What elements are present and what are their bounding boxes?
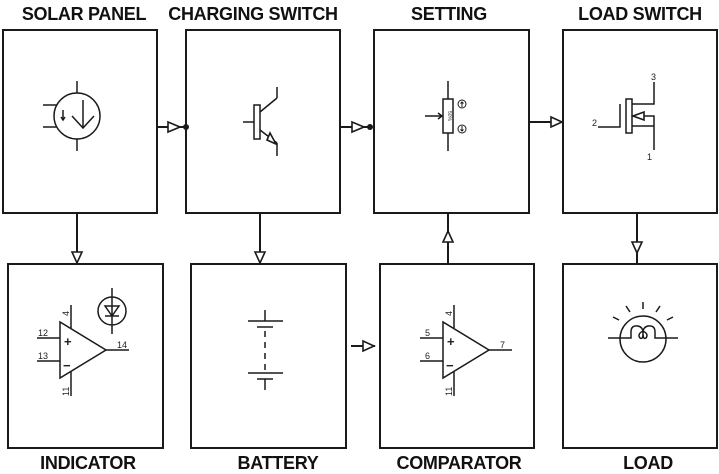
- arrowhead-icon: [70, 251, 84, 265]
- connector-charging-to-battery: [253, 213, 267, 265]
- pin-label-vplus: 4: [61, 311, 71, 316]
- label-load: LOAD: [623, 453, 673, 473]
- block-setting[interactable]: [373, 29, 530, 214]
- label-indicator: INDICATOR: [40, 453, 136, 473]
- block-solar-panel[interactable]: [2, 29, 158, 214]
- connector-solar-to-indicator: [70, 213, 84, 265]
- lamp-icon: [608, 302, 678, 363]
- block-charging-switch[interactable]: [185, 29, 341, 214]
- label-setting: SETTING: [411, 4, 487, 24]
- block-load[interactable]: [562, 263, 718, 449]
- pin-label-vminus: 11: [61, 387, 71, 396]
- pin-label-in-minus: 6: [425, 351, 430, 361]
- pin-label-in-plus: 5: [425, 328, 430, 338]
- block-load-switch[interactable]: [562, 29, 718, 214]
- connector-comparator-to-setting: [441, 213, 455, 264]
- label-comparator: COMPARATOR: [396, 453, 522, 473]
- label-charging-switch: CHARGING SWITCH: [168, 4, 338, 24]
- arrowhead-icon: [630, 241, 644, 255]
- plus-sign: +: [64, 334, 72, 349]
- label-battery: BATTERY: [237, 453, 319, 473]
- label-load-switch: LOAD SWITCH: [578, 4, 702, 24]
- solar-cell-icon: [43, 81, 101, 151]
- connector-battery-to-comparator: [351, 339, 376, 353]
- label-solar-panel: SOLAR PANEL: [21, 4, 147, 24]
- arrowhead-icon: [550, 115, 564, 129]
- mosfet-icon: 3 2 1: [592, 72, 656, 162]
- indicator-opamp-icon: + − 12 13 14 4 11: [37, 305, 129, 396]
- pin-label-gate: 2: [592, 118, 597, 128]
- pin-label-in-plus: 12: [38, 328, 48, 338]
- arrowhead-icon: [441, 229, 455, 243]
- led-icon: [97, 288, 127, 334]
- junction-dot: [183, 124, 189, 130]
- potentiometer-icon: 50%: [425, 81, 467, 151]
- block-indicator[interactable]: [7, 263, 164, 449]
- pin-label-vminus: 11: [444, 387, 454, 396]
- pin-label-in-minus: 13: [38, 351, 48, 361]
- arrowhead-icon: [253, 251, 267, 265]
- pin-label-out: 7: [500, 340, 505, 350]
- plus-sign: +: [447, 334, 455, 349]
- potentiometer-value: 50%: [446, 111, 452, 122]
- minus-sign: −: [446, 358, 454, 373]
- connector-load-switch-to-load: [630, 213, 644, 263]
- block-comparator[interactable]: [379, 263, 535, 449]
- connector-setting-to-load-switch: [529, 115, 564, 129]
- arrowhead-icon: [351, 120, 367, 134]
- arrowhead-icon: [362, 339, 376, 353]
- battery-icon: [248, 310, 283, 390]
- transistor-icon: [243, 87, 278, 156]
- pin-label-drain: 3: [651, 72, 656, 82]
- block-battery[interactable]: [190, 263, 347, 449]
- arrowhead-icon: [167, 120, 183, 134]
- pin-label-vplus: 4: [444, 311, 454, 316]
- connector-solar-to-charging: [157, 120, 189, 134]
- minus-sign: −: [63, 358, 71, 373]
- comparator-opamp-icon: + − 5 6 7 4 11: [420, 305, 512, 396]
- pin-label-source: 1: [647, 152, 652, 162]
- junction-dot: [367, 124, 373, 130]
- pin-label-out: 14: [117, 340, 127, 350]
- connector-charging-to-setting: [340, 120, 373, 134]
